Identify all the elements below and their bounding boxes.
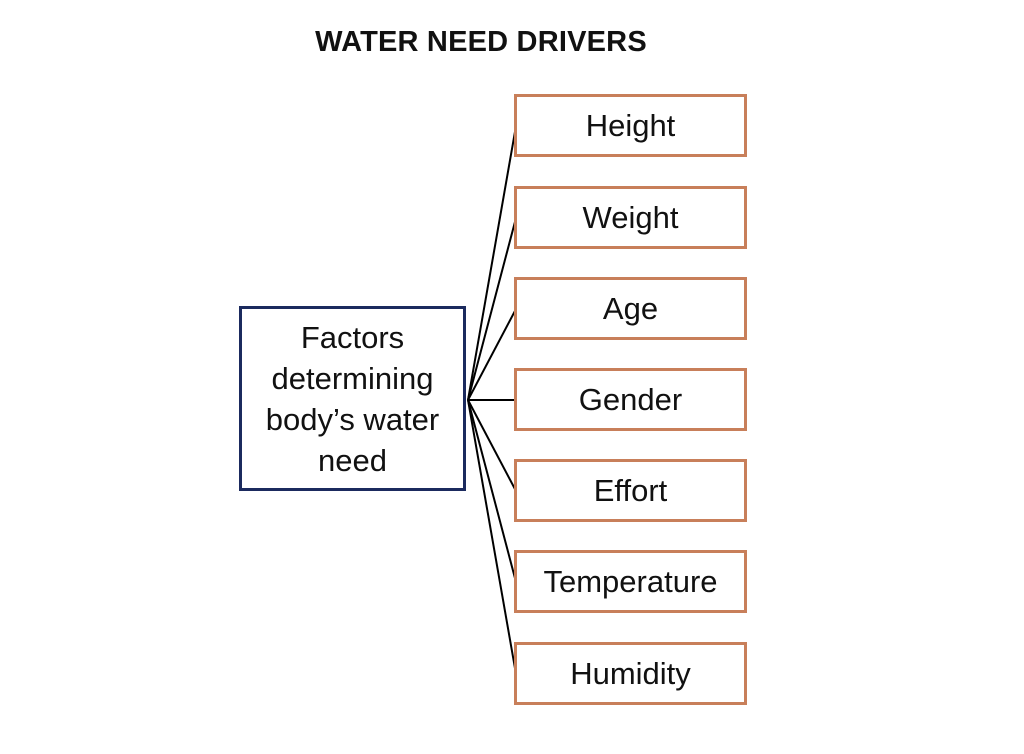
factor-label: Weight xyxy=(582,199,679,235)
connector-age xyxy=(467,308,517,401)
connector-weight xyxy=(467,217,517,401)
connector-humidity xyxy=(467,399,517,675)
connector-temperature xyxy=(467,399,517,583)
factor-node-weight: Weight xyxy=(514,186,747,249)
factor-node-gender: Gender xyxy=(514,368,747,431)
connector-height xyxy=(467,125,517,401)
factor-node-height: Height xyxy=(514,94,747,157)
factor-label: Gender xyxy=(578,381,683,417)
factor-label: Effort xyxy=(593,472,668,508)
factor-node-temperature: Temperature xyxy=(514,550,747,613)
connector-effort xyxy=(467,399,517,492)
factor-label: Temperature xyxy=(543,563,718,599)
factor-node-humidity: Humidity xyxy=(514,642,747,705)
factor-label: Height xyxy=(585,107,676,143)
factor-label: Humidity xyxy=(570,655,691,691)
factor-node-effort: Effort xyxy=(514,459,747,522)
central-node-label: Factors determining body’s water need xyxy=(265,319,440,478)
factor-node-age: Age xyxy=(514,277,747,340)
diagram-title: WATER NEED DRIVERS xyxy=(315,26,647,58)
factor-label: Age xyxy=(602,290,659,326)
central-node: Factors determining body’s water need xyxy=(239,306,466,491)
